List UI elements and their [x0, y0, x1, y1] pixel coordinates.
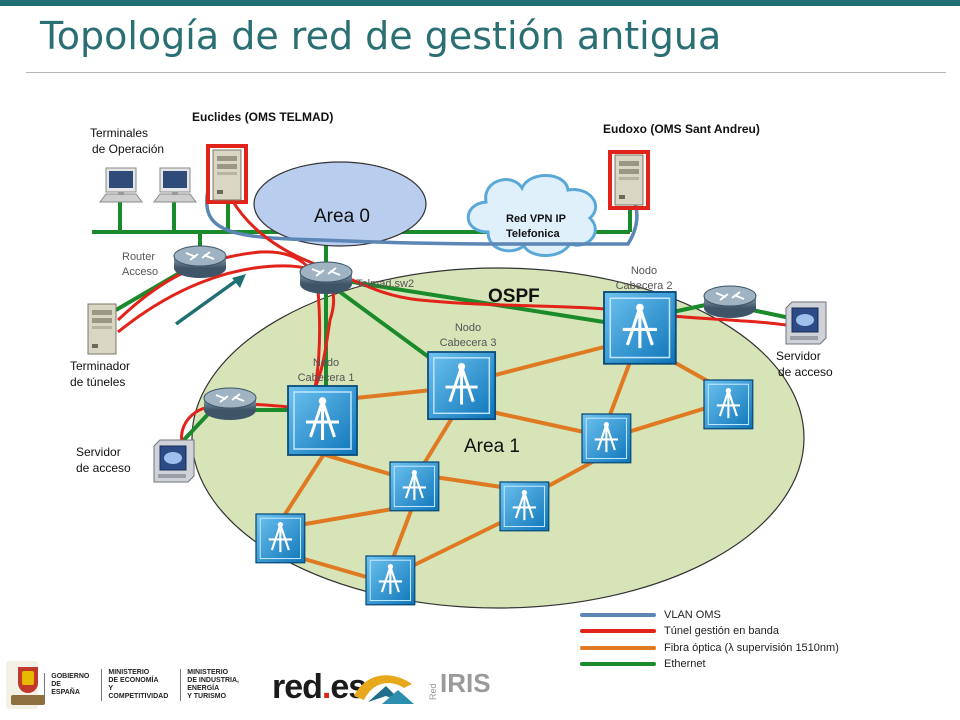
- servidor-acceso-left-label-2: de acceso: [76, 461, 131, 475]
- rediris-logo-text: IRIS: [440, 668, 491, 698]
- terminales-label-1: Terminales: [90, 126, 148, 140]
- direction-arrow-head: [232, 274, 246, 288]
- euclides-label: Euclides (OMS TELMAD): [192, 110, 333, 124]
- telmad-label: Telmad.sw2: [356, 278, 414, 290]
- node-small-4-icon: [498, 480, 550, 532]
- legend-text-vlan: VLAN OMS: [664, 609, 721, 621]
- eudoxo-label: Eudoxo (OMS Sant Andreu): [603, 122, 760, 136]
- servidor-acceso-right-label-2: de acceso: [778, 365, 833, 379]
- legend-item-tunnel: Túnel gestión en banda: [580, 624, 779, 638]
- ospf-label: OSPF: [488, 286, 540, 307]
- area-0-region: [253, 161, 427, 247]
- node-small-2-icon: [580, 412, 632, 464]
- terminador-label-2: de túneles: [70, 375, 125, 389]
- vpn-cloud-label-1: Red VPN IP: [506, 213, 566, 225]
- ethernet-telmad-nodo2: [351, 280, 605, 324]
- nodo-cabecera-1-label-2: Cabecera 1: [298, 372, 355, 384]
- eudoxo-server-icon: [614, 154, 644, 206]
- router-left-icon: [203, 387, 257, 421]
- legend-text-ethernet: Ethernet: [664, 658, 706, 670]
- ministerio-economia-text: MINISTERIO DE ECONOMÍA Y COMPETITIVIDAD: [101, 669, 174, 701]
- legend-swatch-vlan: [580, 613, 656, 617]
- eudoxo-highlight: [608, 150, 650, 210]
- router-right-icon: [703, 285, 757, 319]
- rediris-mark-icon: [354, 675, 414, 704]
- redes-logo-dot: .: [321, 668, 332, 706]
- area-1-label: Area 1: [464, 436, 520, 457]
- telmad-router-icon: [299, 261, 353, 295]
- gobierno-text: GOBIERNO DE ESPAÑA: [44, 673, 95, 697]
- page-title: Topología de red de gestión antigua: [40, 14, 722, 58]
- servidor-acceso-right-label-1: Servidor: [776, 349, 821, 363]
- redes-logo-a: red: [272, 668, 323, 706]
- legend-item-vlan: VLAN OMS: [580, 608, 721, 622]
- legend-text-fiber: Fibra óptica (λ supervisión 1510nm): [664, 642, 839, 654]
- euclides-highlight: [206, 144, 248, 204]
- rediris-small-text: Red: [428, 683, 438, 700]
- tunnel-path-2: [117, 264, 336, 445]
- servidor-acceso-left-label-1: Servidor: [76, 445, 121, 459]
- redes-logo: red.es: [272, 668, 367, 707]
- terminales-label-2: de Operación: [92, 142, 164, 156]
- nodo-cabecera-2-icon: [602, 290, 678, 366]
- servidor-acceso-right-icon: [785, 301, 827, 345]
- direction-arrow: [174, 276, 242, 326]
- vlan-oms-path: [205, 189, 639, 246]
- vpn-cloud: [466, 174, 597, 257]
- node-small-6-icon: [364, 554, 416, 606]
- legend-item-ethernet: Ethernet: [580, 657, 706, 671]
- nodo-cabecera-1-label-1: Nodo: [313, 357, 339, 369]
- title-divider: [26, 72, 946, 73]
- area-0-label: Area 0: [314, 206, 370, 227]
- vpn-cloud-label-2: Telefonica: [506, 228, 560, 240]
- nodo-cabecera-2-label-2: Cabecera 2: [616, 280, 673, 292]
- nodo-cabecera-3-icon: [426, 350, 497, 421]
- node-small-5-icon: [254, 512, 306, 564]
- nodo-cabecera-3-label-1: Nodo: [455, 322, 481, 334]
- nodo-cabecera-2-label-1: Nodo: [631, 265, 657, 277]
- terminal-pc-2-icon: [153, 167, 197, 203]
- terminal-pc-1-icon: [99, 167, 143, 203]
- terminador-label-1: Terminador: [70, 359, 130, 373]
- node-small-1-icon: [702, 378, 754, 430]
- legend: VLAN OMS Túnel gestión en banda Fibra óp…: [580, 608, 900, 674]
- euclides-server-icon: [212, 149, 242, 201]
- tunnel-path-3: [230, 199, 793, 328]
- router-acceso-label-1: Router: [122, 251, 155, 263]
- legend-text-tunnel: Túnel gestión en banda: [664, 625, 779, 637]
- ethernet-router-right-servidor: [751, 308, 791, 320]
- ministerio-industria-text: MINISTERIO DE INDUSTRIA, ENERGÍA Y TURIS…: [180, 669, 256, 701]
- legend-item-fiber: Fibra óptica (λ supervisión 1510nm): [580, 641, 839, 655]
- spain-crest-icon: [6, 661, 45, 709]
- legend-swatch-fiber: [580, 646, 656, 650]
- nodo-cabecera-3-label-2: Cabecera 3: [440, 337, 497, 349]
- ethernet-router-left-servidor: [178, 408, 214, 446]
- legend-swatch-tunnel: [580, 629, 656, 633]
- router-acceso-label-2: Acceso: [122, 266, 158, 278]
- legend-swatch-ethernet: [580, 662, 656, 666]
- ethernet-telmad-nodo3: [338, 290, 432, 360]
- top-accent-bar: [0, 0, 960, 6]
- servidor-acceso-left-icon: [153, 439, 195, 483]
- node-small-3-icon: [388, 460, 440, 512]
- router-acceso-icon: [173, 245, 227, 279]
- nodo-cabecera-1-icon: [286, 384, 359, 457]
- terminador-server-icon: [87, 303, 117, 355]
- gobierno-logo: GOBIERNO DE ESPAÑA MINISTERIO DE ECONOMÍ…: [6, 660, 256, 710]
